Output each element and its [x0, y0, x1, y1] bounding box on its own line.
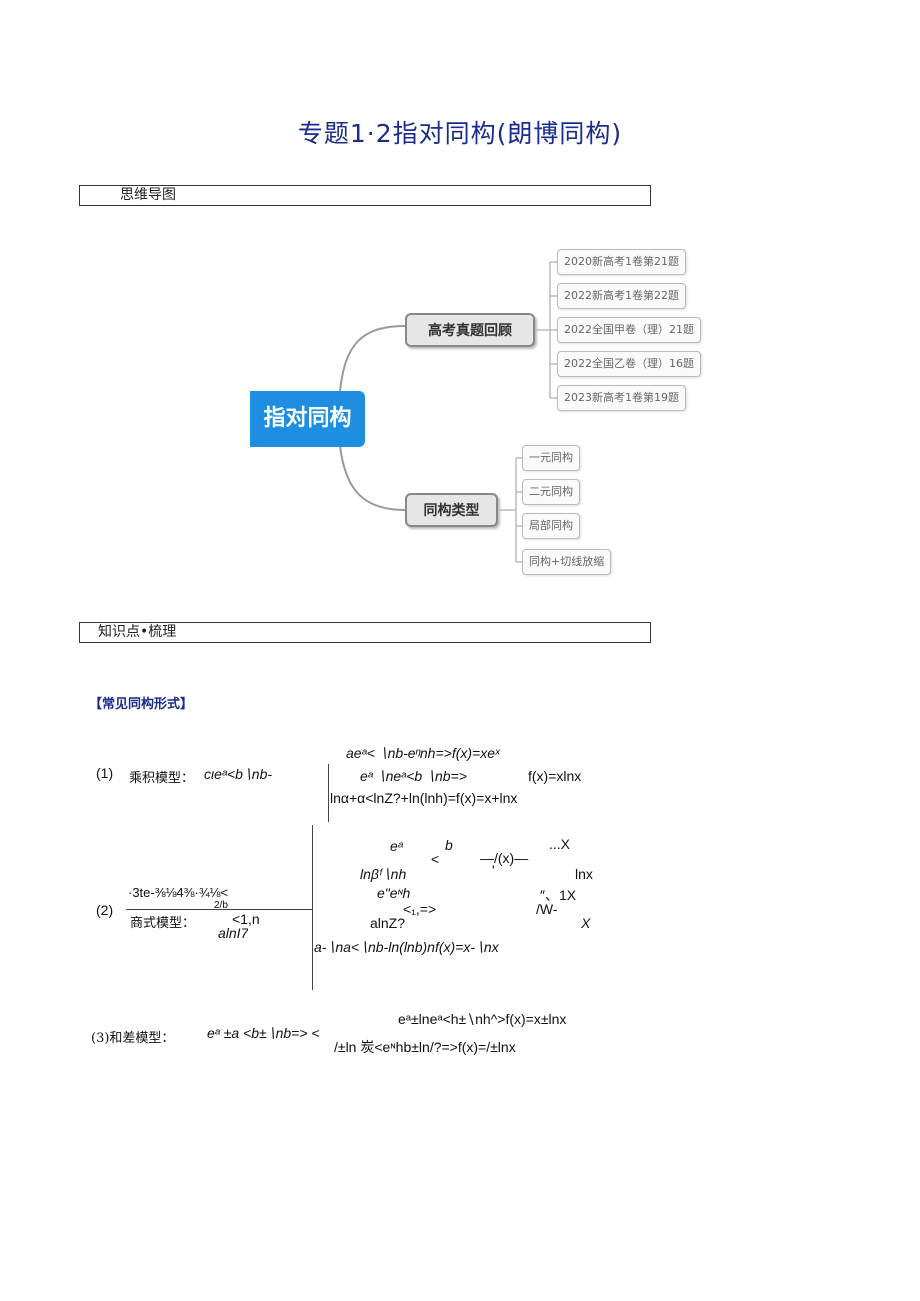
model2-frag-x: X: [581, 915, 591, 931]
model1-number: (1): [96, 765, 114, 781]
model1-line2-right: f(x)=xlnx: [528, 768, 582, 784]
model3-left: eᵃ ±a <b±∖nb=> <: [207, 1025, 320, 1041]
model2-frag-w: /W-: [536, 901, 558, 917]
mindmap-leaf-exam-3: 2022全国甲卷（理）21题: [557, 317, 701, 343]
model3-label: (3)和差模型：: [91, 1031, 175, 1046]
model2-brace: [312, 825, 313, 990]
model2-left-mid: 2/b: [214, 900, 228, 911]
model2-frag-comma: ': [492, 862, 495, 878]
model2-fraction-bar: [126, 909, 312, 910]
model2-frag-ea: eᵃ: [390, 838, 403, 854]
model2-left-bot2: alnI7: [218, 925, 249, 939]
mindmap-connectors: [339, 261, 557, 563]
model2-frag-lnb: lnβᶠ∖nh: [360, 866, 407, 882]
knowledge-section-header: 知识点•梳理: [79, 622, 651, 643]
model2-frag-b: b: [445, 837, 453, 853]
model1-left: cιeᵃ<b∖nb-: [204, 766, 273, 782]
model1-line3: lnα+α<lnZ?+ln(lnh)=f(x)=x+lnx: [330, 790, 518, 806]
mindmap-leaf-type-4: 同构+切线放缩: [522, 549, 612, 575]
model1-brace: [328, 764, 329, 822]
mindmap-branch-types: 同构类型: [405, 493, 498, 527]
mindmap-leaf-type-1: 一元同构: [522, 445, 580, 471]
mindmap-section-label: 思维导图: [120, 187, 176, 203]
mindmap-leaf-exam-1: 2020新高考1卷第21题: [557, 249, 686, 275]
model1-line2: eᵃ ∖neᵃ<b ∖nb=>: [360, 768, 467, 784]
model2-frag-bottom: a-∖na<∖nb-ln(lnb)nf(x)=x-∖nx: [314, 939, 499, 955]
model2-left-bot1: <1,n: [232, 911, 260, 927]
model2-frag-fx: —/(x)—: [480, 850, 529, 866]
mindmap-branch-exam-review: 高考真题回顾: [405, 313, 535, 347]
model2-left-top: ·3te-⅜⅛4⅜·¾⅛<: [128, 885, 229, 900]
knowledge-section-label: 知识点•梳理: [98, 624, 177, 640]
model2-frag-lt: <: [431, 851, 440, 867]
mindmap-root-node: 指对同构: [250, 391, 365, 447]
mindmap-leaf-type-3: 局部同构: [522, 513, 580, 539]
mindmap-leaf-exam-5: 2023新高考1卷第19题: [557, 385, 686, 411]
common-forms-heading: 【常见同构形式】: [89, 697, 194, 712]
model2-frag-alnz: alnZ?: [370, 915, 406, 931]
model1-line1: aeᵃ< ∖nb-eᵑnh=>f(x)=xeˣ: [346, 745, 500, 761]
mindmap-section-header: 思维导图: [79, 185, 651, 206]
model3-line1: eᵃ±lneᵃ<h±∖nh^>f(x)=x±lnx: [398, 1011, 567, 1027]
model2-label: 商式模型：: [130, 916, 196, 931]
model2-frag-eenh: e"eᶰh: [377, 885, 411, 901]
model2-frag-1x: ″、1X: [540, 887, 577, 903]
model3-line2: /±ln 炭<eᶰhb±ln/?=>f(x)=/±lnx: [334, 1039, 516, 1055]
model2-frag-lnx: lnx: [575, 866, 593, 882]
model2-number: (2): [96, 902, 114, 918]
page-title: 专题1·2指对同构(朗博同构): [297, 119, 623, 148]
model2-frag-lt1: <₁,=>: [403, 901, 437, 917]
model2-frag-dots-x: ...X: [549, 836, 571, 852]
mindmap-leaf-type-2: 二元同构: [522, 479, 580, 505]
mindmap-leaf-exam-4: 2022全国乙卷（理）16题: [557, 351, 701, 377]
model1-label: 乘积模型：: [129, 771, 195, 786]
mindmap-leaf-exam-2: 2022新高考1卷第22题: [557, 283, 686, 309]
